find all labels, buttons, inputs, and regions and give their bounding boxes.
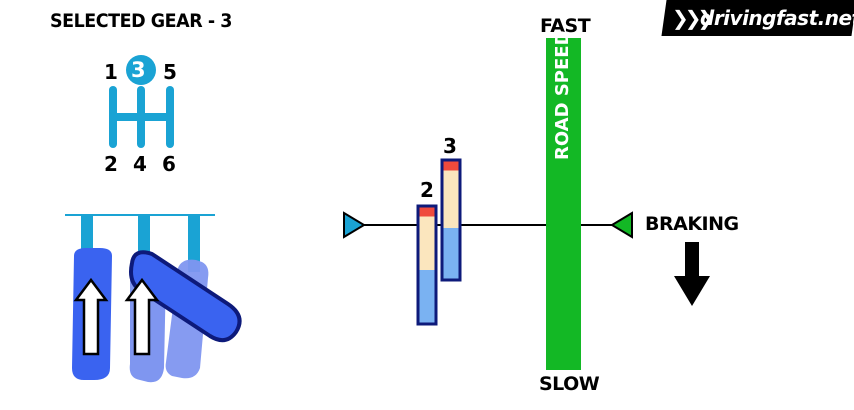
rev-bar-label-3: 3 [443, 134, 457, 158]
pedals-illustration [65, 214, 242, 383]
selected-gear-knob-icon [126, 55, 156, 85]
gear-label-2: 2 [104, 152, 118, 176]
rev-range-line [343, 211, 633, 239]
selected-gear-number: 3 [131, 58, 146, 82]
rev-bar-3-cream [443, 170, 459, 228]
right-marker-triangle-icon [610, 211, 633, 239]
rev-bar-gear-3 [440, 158, 462, 282]
brake-pedal-pressed-icon [129, 250, 242, 343]
braking-down-arrow-icon [674, 242, 710, 306]
brake-stem-icon [138, 216, 150, 258]
brake-up-arrow-icon [124, 277, 160, 356]
rev-bar-label-2: 2 [420, 178, 434, 202]
gear-label-1: 1 [104, 60, 118, 84]
gear-label-6: 6 [162, 152, 176, 176]
road-speed-label: ROAD SPEED [552, 30, 573, 160]
logo-arrows-icon: ❯❯❯ [672, 6, 714, 30]
gear-label-5: 5 [163, 60, 177, 84]
clutch-stem-icon [81, 216, 93, 256]
road-speed-bar [546, 38, 581, 370]
gear-label-4: 4 [133, 152, 147, 176]
shift-gate-icon [109, 86, 174, 148]
page-title: SELECTED GEAR - 3 [50, 10, 232, 32]
clutch-up-arrow-icon [73, 277, 109, 356]
fast-label: FAST [540, 15, 591, 37]
logo-text: drivingfast.net [700, 6, 854, 30]
rev-bar-2-red [419, 207, 435, 217]
gear-shift-pattern [109, 55, 174, 148]
left-marker-triangle-icon [343, 211, 366, 239]
slow-label: SLOW [539, 373, 600, 395]
rev-bar-2-cream [419, 216, 435, 270]
rev-bar-gear-2 [416, 204, 438, 326]
throttle-stem-icon [188, 216, 200, 272]
braking-label: BRAKING [645, 213, 739, 235]
rev-bar-3-red [443, 161, 459, 171]
